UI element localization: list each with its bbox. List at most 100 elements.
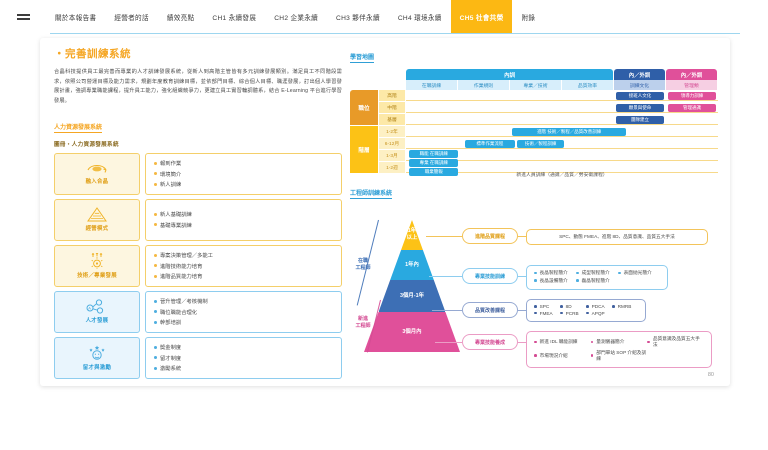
lm-grid-row xyxy=(406,150,718,161)
nav-item-7[interactable]: CH5 社會共榮 xyxy=(450,0,513,33)
hr-items-4: 獎金制度留才制度激勵系統 xyxy=(145,336,342,379)
branch-panel-0: SPC、動態 FMEA、進階 8D、品質意識、品質五大手法 xyxy=(526,228,708,245)
content-card: ・完善訓練系統 合晶科技提供員工最完善而專業的人才訓練發展系統，從新人到高階主管… xyxy=(40,38,730,386)
lm-row-label-0-0: 高階 xyxy=(379,90,405,101)
network-icon: A xyxy=(86,299,108,314)
lm-pill-9: 專業 在職訓練 xyxy=(409,159,459,167)
hr-system-link[interactable]: 人力資源發展系統 xyxy=(54,122,103,133)
learning-map-link[interactable]: 學習地圖 xyxy=(350,52,375,63)
lm-bottom-text: 新進人員訓練（通識／品質／勞安衛課程） xyxy=(516,172,608,178)
nav-item-8[interactable]: 附錄 xyxy=(521,14,536,22)
hr-row-2: 技術／專業發展 專案決策管理／多能工進階技術能力培育進階品質能力培育 xyxy=(54,244,342,287)
hr-stage-label: 經營模式 xyxy=(85,226,109,232)
nav-item-1[interactable]: 經營者的話 xyxy=(114,14,149,22)
lm-sub-header-1: 作業規則 xyxy=(458,80,509,90)
lm-grid-row xyxy=(406,162,718,173)
hr-stage-3[interactable]: A 人才發展 xyxy=(54,290,140,333)
nav-item-2[interactable]: 績效亮點 xyxy=(166,14,195,22)
pyramid-icon xyxy=(87,207,107,222)
lm-group-header-0: 內訓 xyxy=(406,69,613,80)
pyramid-tier-1: 1年內 xyxy=(390,250,434,280)
pyramid-tier-0: 1年以上 xyxy=(401,220,423,250)
panel-item: 8D xyxy=(560,304,586,309)
panel-item: FMEA xyxy=(534,311,560,316)
panel-item: 市場現況介紹 xyxy=(534,350,591,362)
nav-item-0[interactable]: 關於本報告書 xyxy=(55,14,97,22)
panel-item: SPC、動態 FMEA、進階 8D、品質意識、品質五大手法 xyxy=(559,233,675,239)
lm-side-group-0: 職位 xyxy=(350,90,378,125)
panel-item: APQP xyxy=(586,311,612,316)
lm-pill-2: 團隊建立 xyxy=(616,115,664,124)
pyramid-tier-2: 3個月-1年 xyxy=(378,280,446,312)
lm-sub-header-2: 專業／技術 xyxy=(510,80,561,90)
intro-paragraph: 合晶科技提供員工最完善而專業的人才訓練發展系統，從新人到高階主管皆有多元訓練發展… xyxy=(54,69,342,104)
branch-connector-left-3 xyxy=(435,342,462,343)
hr-stage-4[interactable]: 留才與激勵 xyxy=(54,336,140,379)
hr-stage-0[interactable]: 融入合晶 xyxy=(54,152,140,195)
lm-pill-5: 進階 技術／製程／品質改善訓練 xyxy=(512,127,627,136)
hr-row-4: 留才與激勵 獎金制度留才制度激勵系統 xyxy=(54,336,342,379)
list-item: 激勵系統 xyxy=(154,364,333,372)
list-item: 專案決策管理／多能工 xyxy=(154,251,333,259)
hr-stage-label: 人才發展 xyxy=(85,318,109,324)
lm-side-group-1: 階層 xyxy=(350,126,378,173)
list-item: 新人訓練 xyxy=(154,180,333,188)
lm-grid-row xyxy=(406,114,718,125)
hr-items-3: 晉升管理／考核機制職位職能合理化幹部培訓 xyxy=(145,290,342,333)
branch-connector-left-0 xyxy=(426,236,462,237)
lm-pill-10: 職業簡報 xyxy=(409,168,459,176)
nav-item-6[interactable]: CH4 環境永續 xyxy=(397,14,442,22)
nav-item-3[interactable]: CH1 永續發展 xyxy=(212,14,257,22)
lm-pill-8: 職能 在職訓練 xyxy=(409,150,459,158)
panel-item: 部門單站 SOP 介紹及訓練 xyxy=(591,350,648,362)
list-item: 獎金制度 xyxy=(154,343,333,351)
lm-group-header-1: 內／外訓 xyxy=(614,69,665,80)
award-icon xyxy=(87,345,107,361)
panel-item: 長晶設備簡介 xyxy=(534,278,576,284)
nav-item-5[interactable]: CH3 夥伴永續 xyxy=(336,14,380,22)
nav-item-4[interactable]: CH2 企業永續 xyxy=(274,14,319,22)
lm-sub-header-0: 在職訓練 xyxy=(406,80,457,90)
lm-grid-row xyxy=(406,102,718,113)
hr-stage-label: 留才與激勵 xyxy=(82,364,112,371)
branch-panel-3: 新進 IDL 職能訓練量測儀器簡介品質意識及品質五大手法市場現況介紹部門單站 S… xyxy=(526,331,712,368)
lm-row-label-1-0: 1-2年 xyxy=(379,126,405,137)
list-item: 職位職能合理化 xyxy=(154,308,333,316)
hr-items-2: 專案決策管理／多能工進階技術能力培育進階品質能力培育 xyxy=(145,244,342,287)
lm-pill-4: 管理通識 xyxy=(668,103,716,112)
list-item: 幹部培訓 xyxy=(154,318,333,326)
left-column: ・完善訓練系統 合晶科技提供員工最完善而專業的人才訓練發展系統，從新人到高階主管… xyxy=(54,46,342,379)
hr-stage-label: 技術／專業發展 xyxy=(77,272,117,279)
hr-row-0: 融入合晶報到作業環境簡介新人訓練 xyxy=(54,152,342,195)
pyramid-side-label-1: 新進工程師 xyxy=(355,316,371,329)
list-item: 進階品質能力培育 xyxy=(154,272,333,280)
branch-tag-2: 品質改善課程 xyxy=(462,302,518,318)
hr-items-0: 報到作業環境簡介新人訓練 xyxy=(145,152,342,195)
branch-tag-3: 專業技能養成 xyxy=(462,334,518,350)
hr-row-3: A 人才發展 晉升管理／考核機制職位職能合理化幹部培訓 xyxy=(54,290,342,333)
hamburger-icon[interactable] xyxy=(0,0,46,33)
hr-items-1: 新人基礎訓練基礎專業訓練 xyxy=(145,198,342,241)
branch-connector-right-3 xyxy=(518,342,526,343)
panel-item: PCRB xyxy=(560,311,586,316)
engineer-training-link[interactable]: 工程師訓練系統 xyxy=(350,188,393,199)
panel-item: RMRB xyxy=(612,304,638,309)
hr-stage-1[interactable]: 經營模式 xyxy=(54,198,140,241)
lm-row-label-0-2: 基層 xyxy=(379,114,405,125)
panel-item: 磊晶製程簡介 xyxy=(576,278,618,284)
pyramid-tier-3: 3個月內 xyxy=(364,312,460,352)
hr-stage-2[interactable]: 技術／專業發展 xyxy=(54,244,140,287)
lm-pill-1: 願景與使命 xyxy=(616,103,664,112)
panel-item: 表面拋光簡介 xyxy=(618,270,660,276)
page-title: ・完善訓練系統 xyxy=(54,48,131,60)
list-item: 留才制度 xyxy=(154,354,333,362)
branch-tag-0: 進階品質課程 xyxy=(462,228,518,244)
lm-pill-3: 領導力訓練 xyxy=(668,91,716,100)
branch-connector-left-2 xyxy=(432,310,462,311)
panel-item: 成型製程簡介 xyxy=(576,270,618,276)
lm-sub-header-5: 管理類 xyxy=(666,80,717,90)
lm-grid-row xyxy=(406,90,718,101)
